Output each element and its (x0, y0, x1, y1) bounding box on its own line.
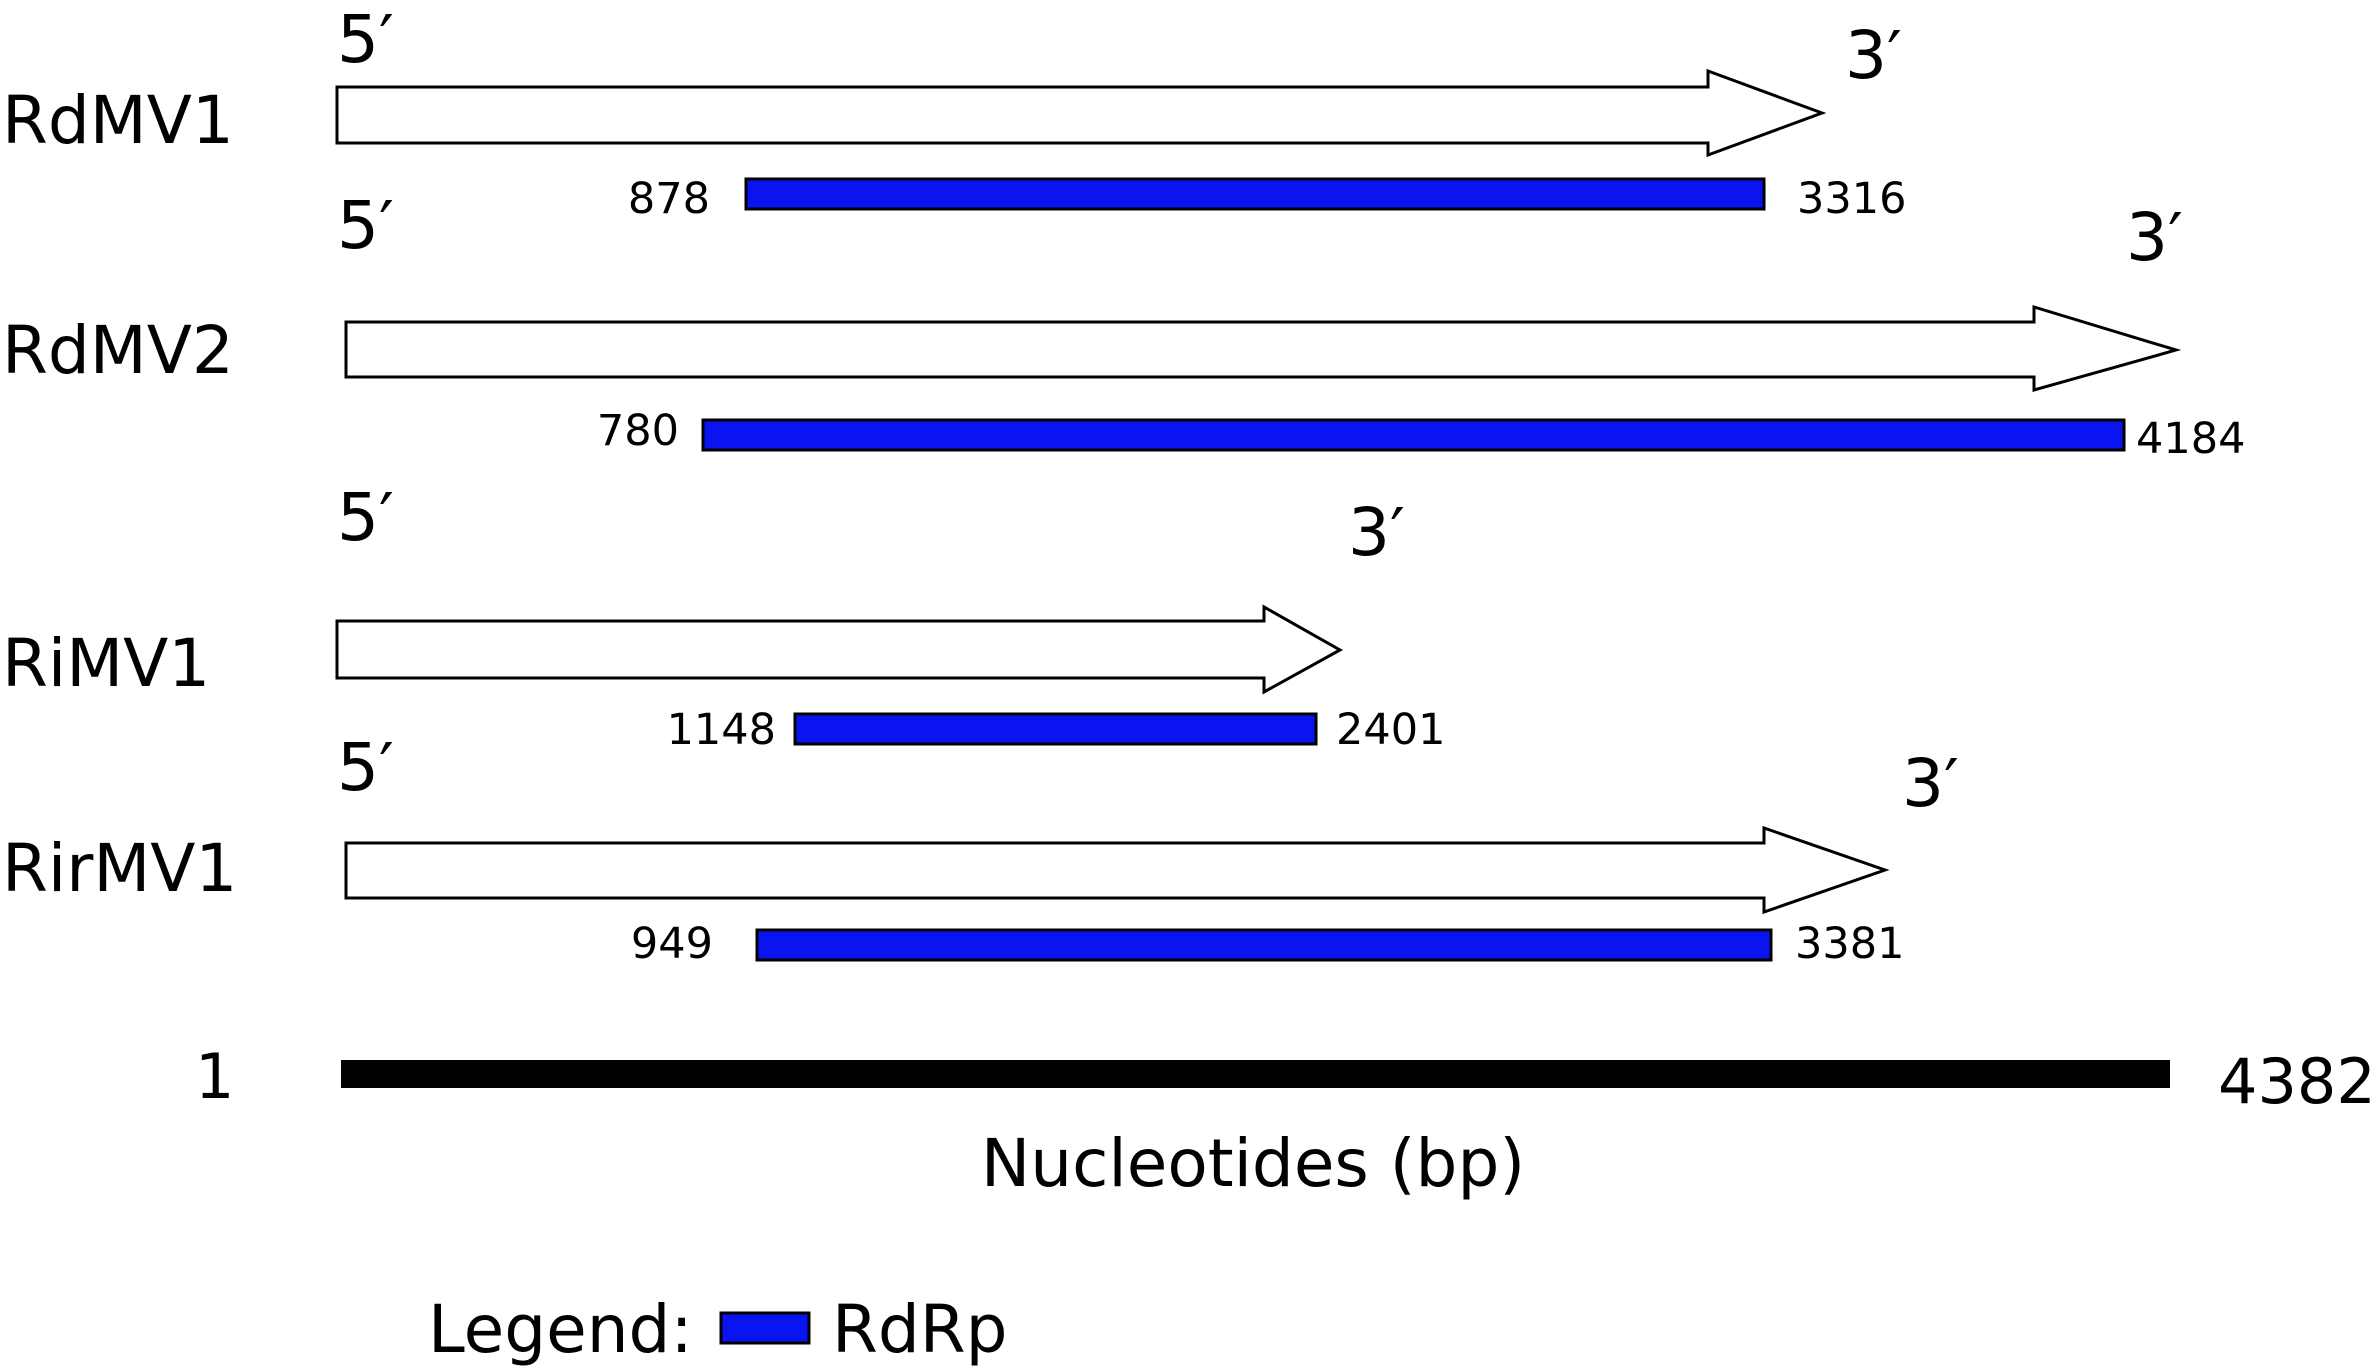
rdrp-end-label: 4184 (2136, 414, 2245, 464)
legend-label: Legend: (428, 1291, 693, 1368)
rdrp-start-label: 1148 (667, 705, 776, 755)
five-prime-label: 5′ (337, 187, 394, 264)
genome-name: RiMV1 (2, 625, 210, 702)
rdrp-end-label: 3316 (1797, 174, 1906, 224)
rdrp-end-label: 2401 (1336, 705, 1445, 755)
legend-item-label: RdRp (832, 1291, 1008, 1368)
scale-start-label: 1 (195, 1040, 234, 1113)
rdrp-start-label: 878 (628, 174, 710, 224)
three-prime-label: 3′ (2126, 199, 2183, 276)
rdrp-start-label: 949 (631, 919, 713, 969)
rdrp-bar (744, 177, 1766, 211)
rdrp-bar (701, 418, 2126, 452)
legend: Legend: RdRp (428, 1291, 1008, 1368)
rdrp-bar (793, 712, 1318, 746)
genome-arrow (344, 304, 2182, 392)
genome-row-rirmv1: RirMV1 5′ 3′ 949 3381 (2, 729, 1959, 969)
genome-arrow (335, 68, 1827, 158)
five-prime-label: 5′ (337, 729, 394, 806)
genome-row-rimv1: RiMV1 5′ 3′ 1148 2401 (2, 479, 1445, 755)
five-prime-label: 5′ (337, 1, 394, 78)
rdrp-start-label: 780 (597, 406, 679, 456)
genome-name: RdMV1 (2, 82, 234, 159)
genome-row-rdmv2: RdMV2 5′ 3′ 780 4184 (2, 187, 2245, 464)
rdrp-bar (755, 928, 1773, 962)
five-prime-label: 5′ (337, 479, 394, 556)
genome-arrow (344, 825, 1890, 915)
genome-name: RdMV2 (2, 312, 234, 389)
genome-row-rdmv1: RdMV1 5′ 3′ 878 3316 (2, 1, 1906, 224)
three-prime-label: 3′ (1348, 494, 1405, 571)
genome-arrow (335, 604, 1344, 695)
scale-bar (341, 1060, 2170, 1088)
scale-end-label: 4382 (2218, 1045, 2376, 1118)
nucleotide-scale: 1 4382 Nucleotides (bp) (195, 1040, 2376, 1202)
three-prime-label: 3′ (1902, 745, 1959, 822)
legend-rdrp-swatch (719, 1311, 811, 1345)
three-prime-label: 3′ (1845, 17, 1902, 94)
genome-name: RirMV1 (2, 830, 237, 907)
rdrp-end-label: 3381 (1795, 919, 1904, 969)
axis-label: Nucleotides (bp) (981, 1125, 1525, 1202)
